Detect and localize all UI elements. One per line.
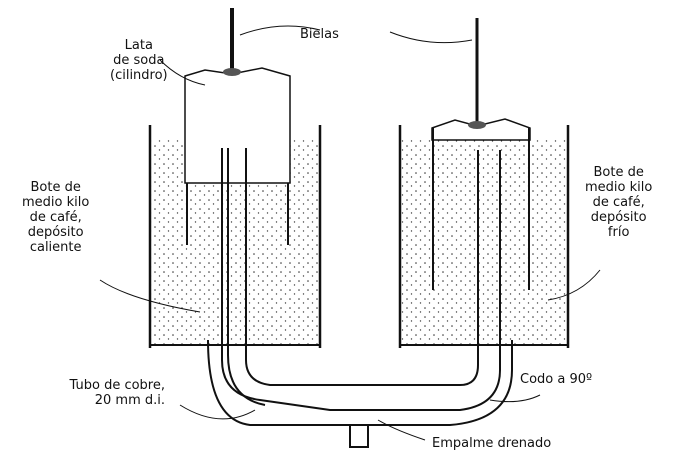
label-copper-tube: Tubo de cobre, 20 mm d.i.	[69, 378, 165, 408]
label-rods: Bielas	[300, 27, 339, 42]
label-drain: Empalme drenado	[432, 436, 552, 451]
cold-cylinder-can	[431, 18, 531, 290]
hot-cylinder-can	[184, 8, 291, 245]
cold-tank	[398, 125, 570, 348]
label-hot-tank: Bote de medio kilo de café, depósito cal…	[22, 180, 90, 255]
label-soda-can: Lata de soda (cilindro)	[110, 38, 168, 83]
copper-tube	[207, 148, 513, 448]
label-elbow: Codo a 90º	[520, 372, 593, 387]
leader-lines	[99, 25, 601, 441]
label-cold-tank: Bote de medio kilo de café, depósito frí…	[585, 165, 653, 240]
